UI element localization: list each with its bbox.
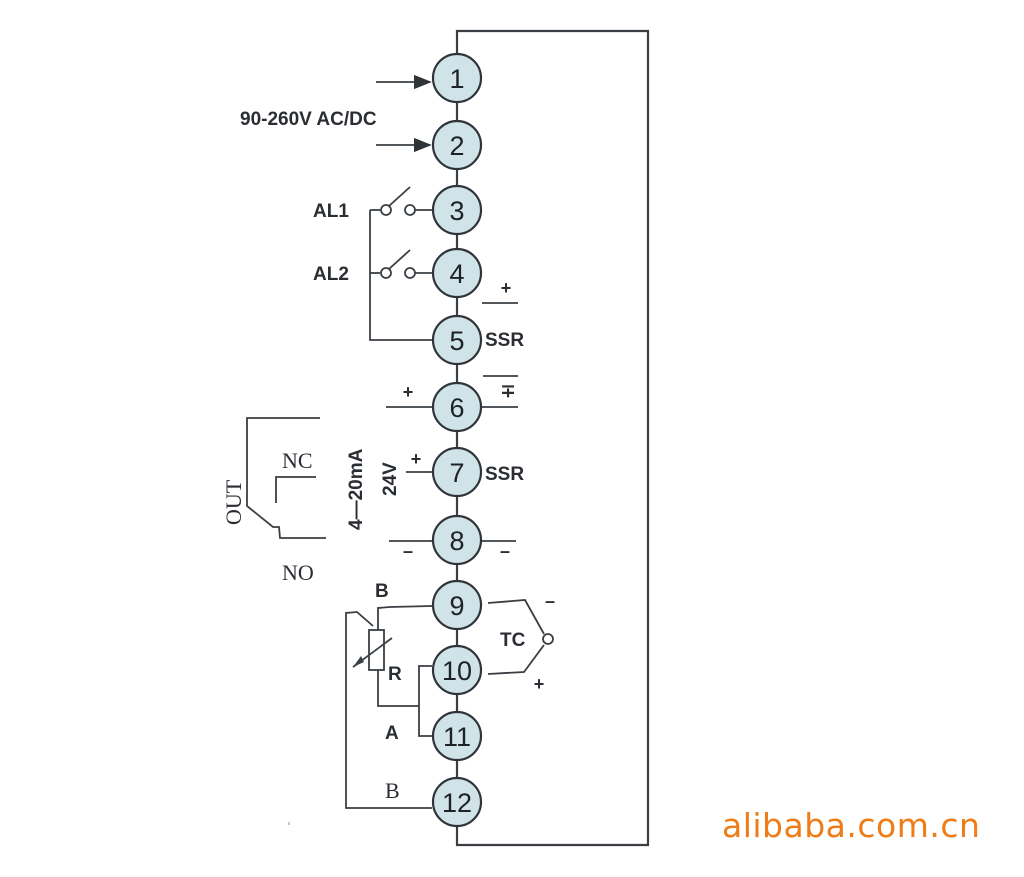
- terminal-number: 4: [449, 259, 464, 289]
- terminal-circle: [431, 247, 483, 299]
- terminal-12: 12: [431, 776, 483, 828]
- thermocouple-wiring: [487, 599, 554, 675]
- terminal-circle: [431, 776, 483, 828]
- stray-mark: [288, 822, 290, 825]
- ssr-upper-label: SSR: [485, 330, 524, 351]
- thermocouple-label: TC: [500, 630, 526, 651]
- terminal-number: 1: [449, 64, 464, 94]
- t8-left-minus: –: [403, 541, 413, 561]
- terminal-circle: [431, 381, 483, 433]
- terminal-10: 10: [431, 644, 483, 696]
- alarm-2-switch: [380, 249, 432, 279]
- relay-out-label: OUT: [221, 479, 246, 525]
- alarm-2-label: AL2: [313, 264, 349, 285]
- terminal-number: 12: [442, 788, 472, 818]
- voltage-24v-label: 24V: [380, 462, 401, 496]
- terminal-6: 6: [431, 381, 483, 433]
- terminal-circle: [431, 52, 483, 104]
- terminal-circle: [431, 446, 483, 498]
- terminal-5: 5: [431, 314, 483, 366]
- terminal-circle: [431, 514, 483, 566]
- terminal-2: 2: [431, 119, 483, 171]
- t8-right-minus: –: [500, 541, 510, 561]
- t7-left-plus: +: [411, 449, 422, 469]
- controller-outline: [455, 29, 650, 847]
- terminal-7: 7: [431, 446, 483, 498]
- terminal-9: 9: [431, 579, 483, 631]
- t6-right-sign: ∓: [500, 381, 515, 401]
- terminal-1: 1: [431, 52, 483, 104]
- terminal-number: 3: [449, 196, 464, 226]
- terminal-circle: [431, 644, 483, 696]
- relay-no-label: NO: [282, 560, 314, 585]
- t6-left-plus: +: [403, 382, 414, 402]
- relay-nc-label: NC: [282, 448, 313, 473]
- tc-plus-sign: +: [534, 674, 545, 694]
- watermark-text: alibaba.com.cn: [722, 806, 981, 845]
- rtd-a-label: A: [385, 723, 399, 744]
- tc-minus-sign: –: [545, 591, 555, 611]
- terminal-number: 10: [442, 656, 472, 686]
- rtd-r-label: R: [388, 664, 402, 685]
- terminal-circle: [431, 579, 483, 631]
- rtd-b-top-label: B: [375, 581, 389, 602]
- terminal-circle: [431, 184, 483, 236]
- terminal-circle: [431, 119, 483, 171]
- alarm-common-wire: [369, 209, 432, 341]
- current-output-label: 4—20mA: [346, 448, 367, 530]
- terminal-number: 5: [449, 326, 464, 356]
- rtd-wiring: [345, 605, 433, 809]
- terminal-11: 11: [431, 710, 483, 762]
- ssr-upper-plus: +: [501, 278, 512, 298]
- relay-output-contact: [246, 417, 326, 539]
- terminal-circle: [431, 710, 483, 762]
- terminal-number: 8: [449, 526, 464, 556]
- terminal-number: 9: [449, 591, 464, 621]
- terminal-4: 4: [431, 247, 483, 299]
- rtd-b-bottom-label: B: [385, 778, 400, 803]
- terminal-number: 11: [443, 722, 471, 752]
- terminal-circle: [431, 314, 483, 366]
- terminal-number: 7: [449, 458, 464, 488]
- terminal-3: 3: [431, 184, 483, 236]
- power-supply-label: 90-260V AC/DC: [240, 109, 377, 130]
- alarm-1-label: AL1: [313, 201, 349, 222]
- terminal-number: 6: [449, 393, 464, 423]
- ssr-lower-label: SSR: [485, 464, 524, 485]
- terminal-8: 8: [431, 514, 483, 566]
- terminal-number: 2: [449, 131, 464, 161]
- alarm-1-switch: [380, 186, 432, 216]
